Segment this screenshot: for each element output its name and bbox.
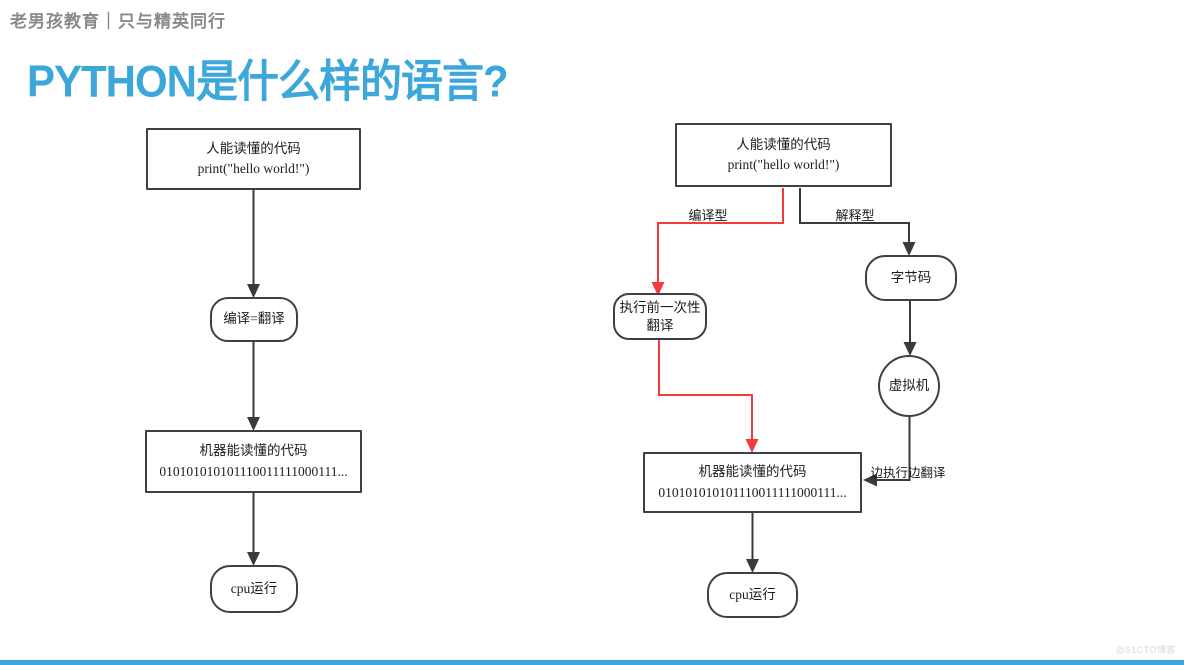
arrowhead-down-icon	[247, 417, 260, 431]
arrowhead-down-icon	[247, 552, 260, 566]
right-node-vm: 虚拟机	[878, 355, 940, 417]
node-text-line: cpu运行	[230, 580, 278, 596]
left-node-machine-code: 机器能读懂的代码 010101010101110011111000111...	[145, 430, 362, 493]
arrowhead-down-icon	[902, 242, 916, 256]
red-arrowhead-down-icon	[745, 439, 759, 453]
watermark-text: @51CTO博客	[1116, 645, 1176, 655]
right-node-pre-translate: 执行前一次性 翻译	[613, 293, 707, 340]
node-text-line: 编译=翻译	[223, 311, 285, 327]
left-node-cpu-run: cpu运行	[210, 565, 298, 613]
edge-label-interpreted: 解释型	[835, 208, 875, 223]
node-text-line: 虚拟机	[888, 377, 930, 393]
node-text-line: 机器能读懂的代码	[698, 464, 807, 480]
edge-label-compiled: 编译型	[688, 208, 728, 223]
arrowhead-down-icon	[247, 284, 260, 298]
edge-label-translate-while-run: 边执行边翻译	[870, 466, 946, 480]
right-red-pretranslate-to-machine	[658, 340, 753, 439]
red-arrowhead-down-icon	[651, 282, 665, 296]
node-text-line: print("hello world!")	[727, 157, 840, 172]
arrowhead-down-icon	[903, 342, 917, 356]
node-text-line: 人能读懂的代码	[206, 140, 301, 156]
brand-text: 老男孩教育｜只与精英同行	[10, 12, 226, 31]
node-text-line: 执行前一次性	[619, 299, 701, 315]
right-node-bytecode: 字节码	[865, 255, 957, 301]
node-text-line: print("hello world!")	[197, 161, 310, 176]
arrowhead-left-icon	[863, 473, 877, 487]
right-arrow-vm-to-machine	[877, 417, 911, 481]
footer-accent-bar	[0, 660, 1184, 665]
node-text-line: cpu运行	[729, 586, 776, 602]
node-text-line: 翻译	[646, 317, 674, 333]
right-node-cpu-run: cpu运行	[707, 572, 798, 618]
node-text-line: 机器能读懂的代码	[199, 443, 308, 459]
node-text-line: 人能读懂的代码	[736, 136, 831, 152]
left-node-human-code: 人能读懂的代码 print("hello world!")	[146, 128, 361, 190]
left-node-compile: 编译=翻译	[210, 297, 298, 342]
right-node-human-code: 人能读懂的代码 print("hello world!")	[675, 123, 892, 187]
right-node-machine-code: 机器能读懂的代码 010101010101110011111000111...	[643, 452, 862, 513]
node-text-line: 010101010101110011111000111...	[658, 484, 847, 500]
node-text-line: 字节码	[890, 269, 932, 285]
right-branch-interpreted	[799, 188, 910, 242]
arrowhead-down-icon	[746, 559, 759, 573]
node-text-line: 010101010101110011111000111...	[159, 463, 348, 479]
page-title: PYTHON是什么样的语言?	[27, 56, 509, 106]
right-red-branch-compiled	[657, 188, 784, 282]
